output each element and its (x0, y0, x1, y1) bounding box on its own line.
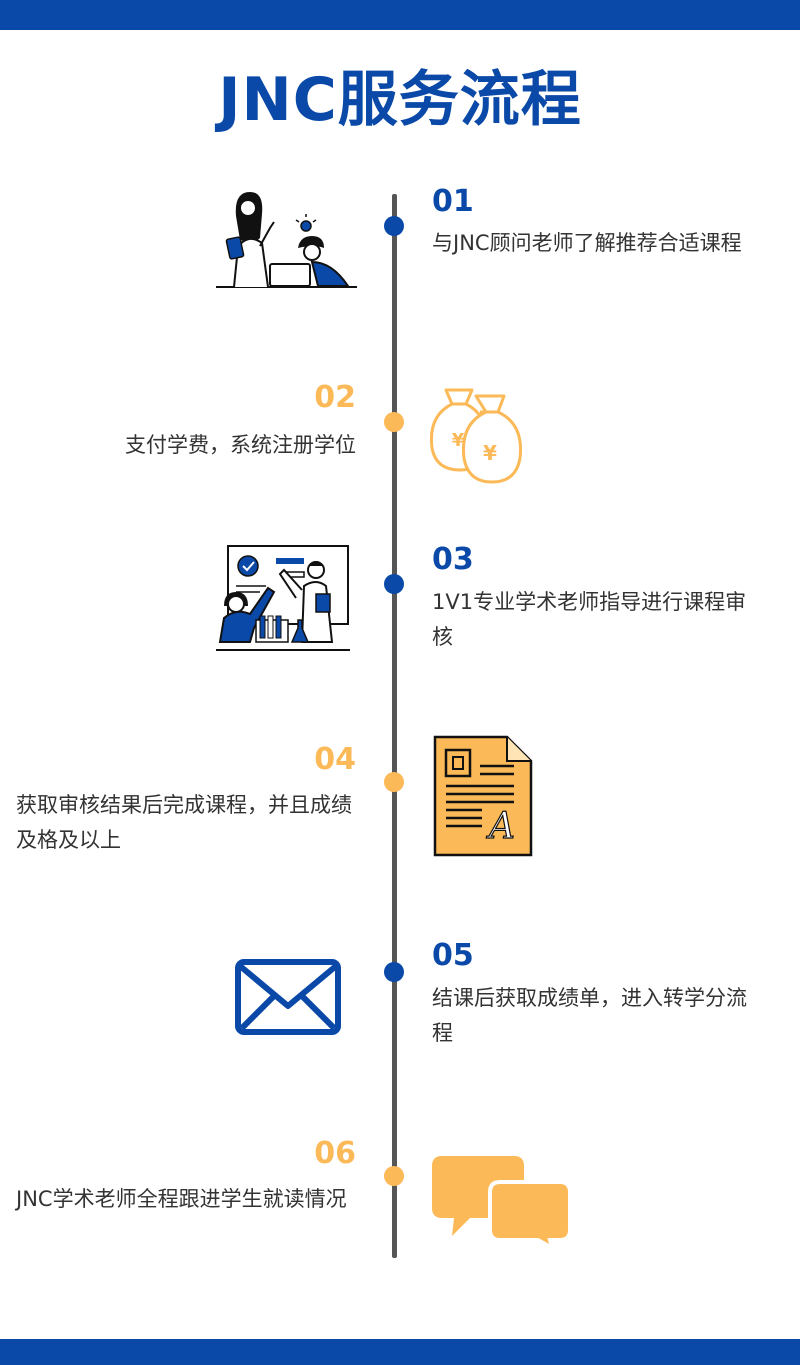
chat-bubbles-icon (432, 1156, 572, 1248)
top-bar (0, 0, 800, 30)
step-text-02: 支付学费，系统注册学位 (125, 433, 356, 457)
step-text-05: 结课后获取成绩单，进入转学分流程 (432, 986, 747, 1045)
envelope-icon (235, 959, 341, 1035)
step-number-03: 03 (432, 542, 474, 577)
people-discussion-icon (216, 192, 357, 288)
timeline-line (392, 194, 397, 1258)
step-text-01: 与JNC顾问老师了解推荐合适课程 (432, 231, 742, 255)
step-number-06: 06 (314, 1136, 356, 1171)
step-number-02: 02 (314, 380, 356, 415)
svg-text:A: A (486, 806, 515, 847)
step-text-06: JNC学术老师全程跟进学生就读情况 (16, 1187, 347, 1211)
step-text-03: 1V1专业学术老师指导进行课程审核 (432, 590, 747, 649)
svg-text:¥: ¥ (452, 430, 465, 451)
timeline-dot-05 (384, 962, 404, 982)
page-title: JNC服务流程 (218, 65, 582, 135)
svg-text:¥: ¥ (483, 441, 497, 465)
timeline-dot-01 (384, 216, 404, 236)
money-bags-yuan-icon: ¥ ¥ (429, 388, 523, 484)
document-icon: A (433, 735, 533, 857)
step-number-04: 04 (314, 742, 356, 777)
step-number-01: 01 (432, 184, 474, 219)
bottom-bar (0, 1339, 800, 1365)
timeline-dot-03 (384, 574, 404, 594)
timeline-dot-06 (384, 1166, 404, 1186)
step-number-05: 05 (432, 938, 474, 973)
timeline-dot-02 (384, 412, 404, 432)
timeline-dot-04 (384, 772, 404, 792)
scientists-high-five-icon (216, 545, 350, 651)
step-text-04: 获取审核结果后完成课程，并且成绩及格及以上 (16, 793, 352, 852)
